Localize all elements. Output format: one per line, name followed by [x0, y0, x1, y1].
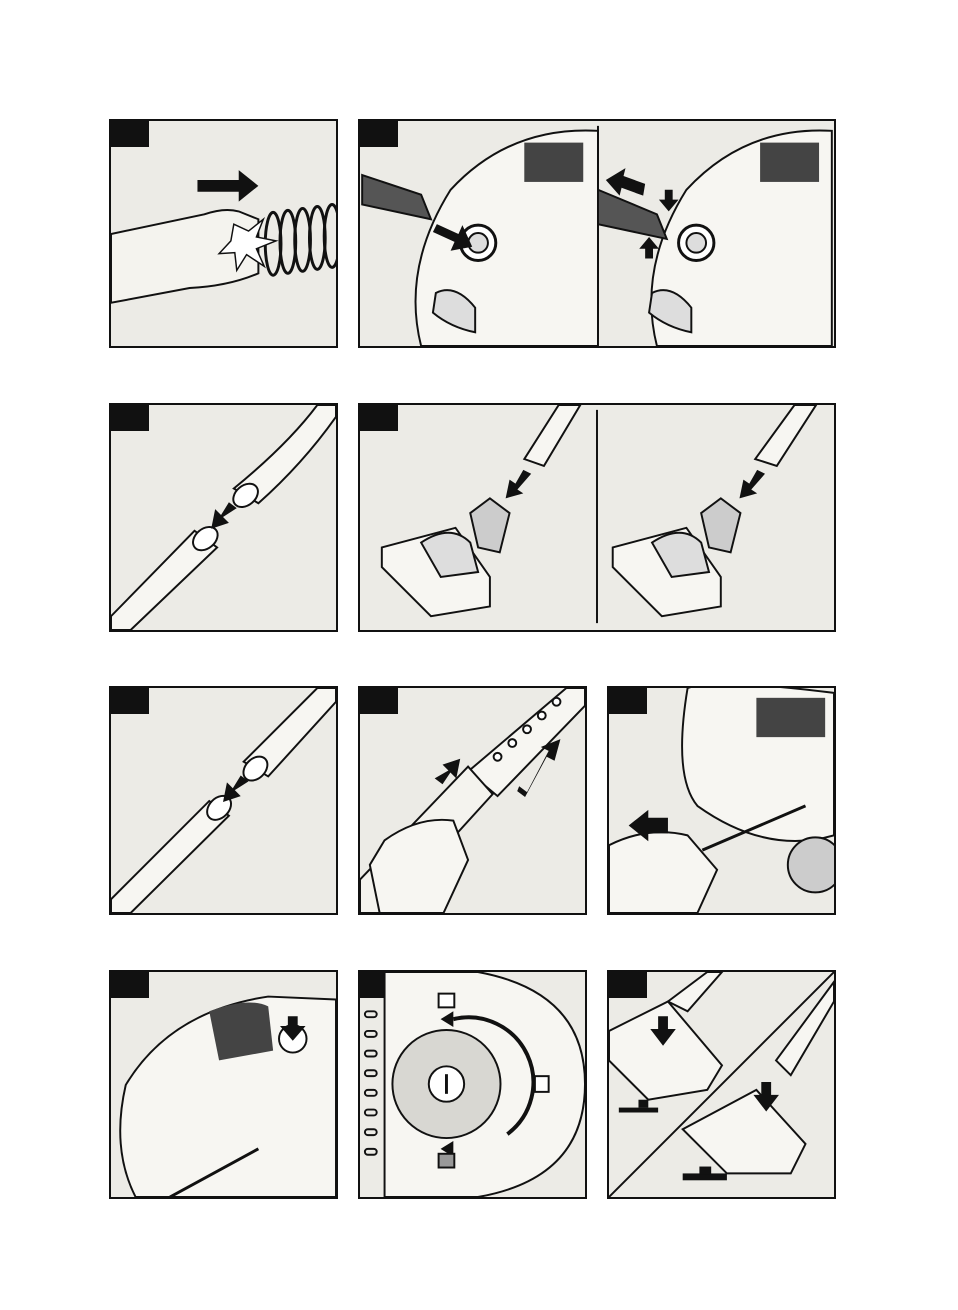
arrow-down-left-icon — [506, 470, 532, 498]
press-arrow-up-icon — [639, 237, 659, 259]
upholstery-mode-icon — [535, 1076, 549, 1092]
brush-raised-icon — [683, 1167, 727, 1181]
panel-hose-connect — [109, 119, 338, 348]
brush-lowered-icon — [619, 1100, 658, 1113]
floor-mode-illustration — [609, 972, 834, 1197]
hose-click-illustration — [111, 121, 336, 346]
nozzle-attach-illustration — [360, 405, 834, 630]
accessory-removal-illustration — [609, 688, 834, 913]
panel-telescopic-tube — [358, 686, 587, 915]
panel-floor-nozzle-attach — [358, 403, 836, 632]
telescopic-adjust-illustration — [360, 688, 585, 913]
tube-joining-illustration — [111, 405, 336, 630]
panel-floor-setting — [607, 970, 836, 1199]
power-dial-illustration — [360, 972, 585, 1197]
vacuum-inlet-illustration — [360, 121, 834, 346]
panel-power-dial — [358, 970, 587, 1199]
panel-cover-open — [109, 970, 338, 1199]
panel-accessory-removal — [607, 686, 836, 915]
tube-extension-illustration — [111, 688, 336, 913]
curtain-mode-icon — [439, 994, 455, 1008]
arrow-up-left-icon — [606, 168, 645, 196]
cover-release-illustration — [111, 972, 336, 1197]
arrow-down-left-icon — [211, 502, 237, 529]
panel-hose-attach-release — [358, 119, 836, 348]
arrow-right-icon — [197, 170, 258, 201]
panel-tube-connect — [109, 403, 338, 632]
carpet-mode-icon — [439, 1154, 455, 1168]
panel-tube-extension — [109, 686, 338, 915]
arrow-down-left-icon — [223, 775, 249, 802]
arrow-down-left-icon — [739, 470, 765, 498]
